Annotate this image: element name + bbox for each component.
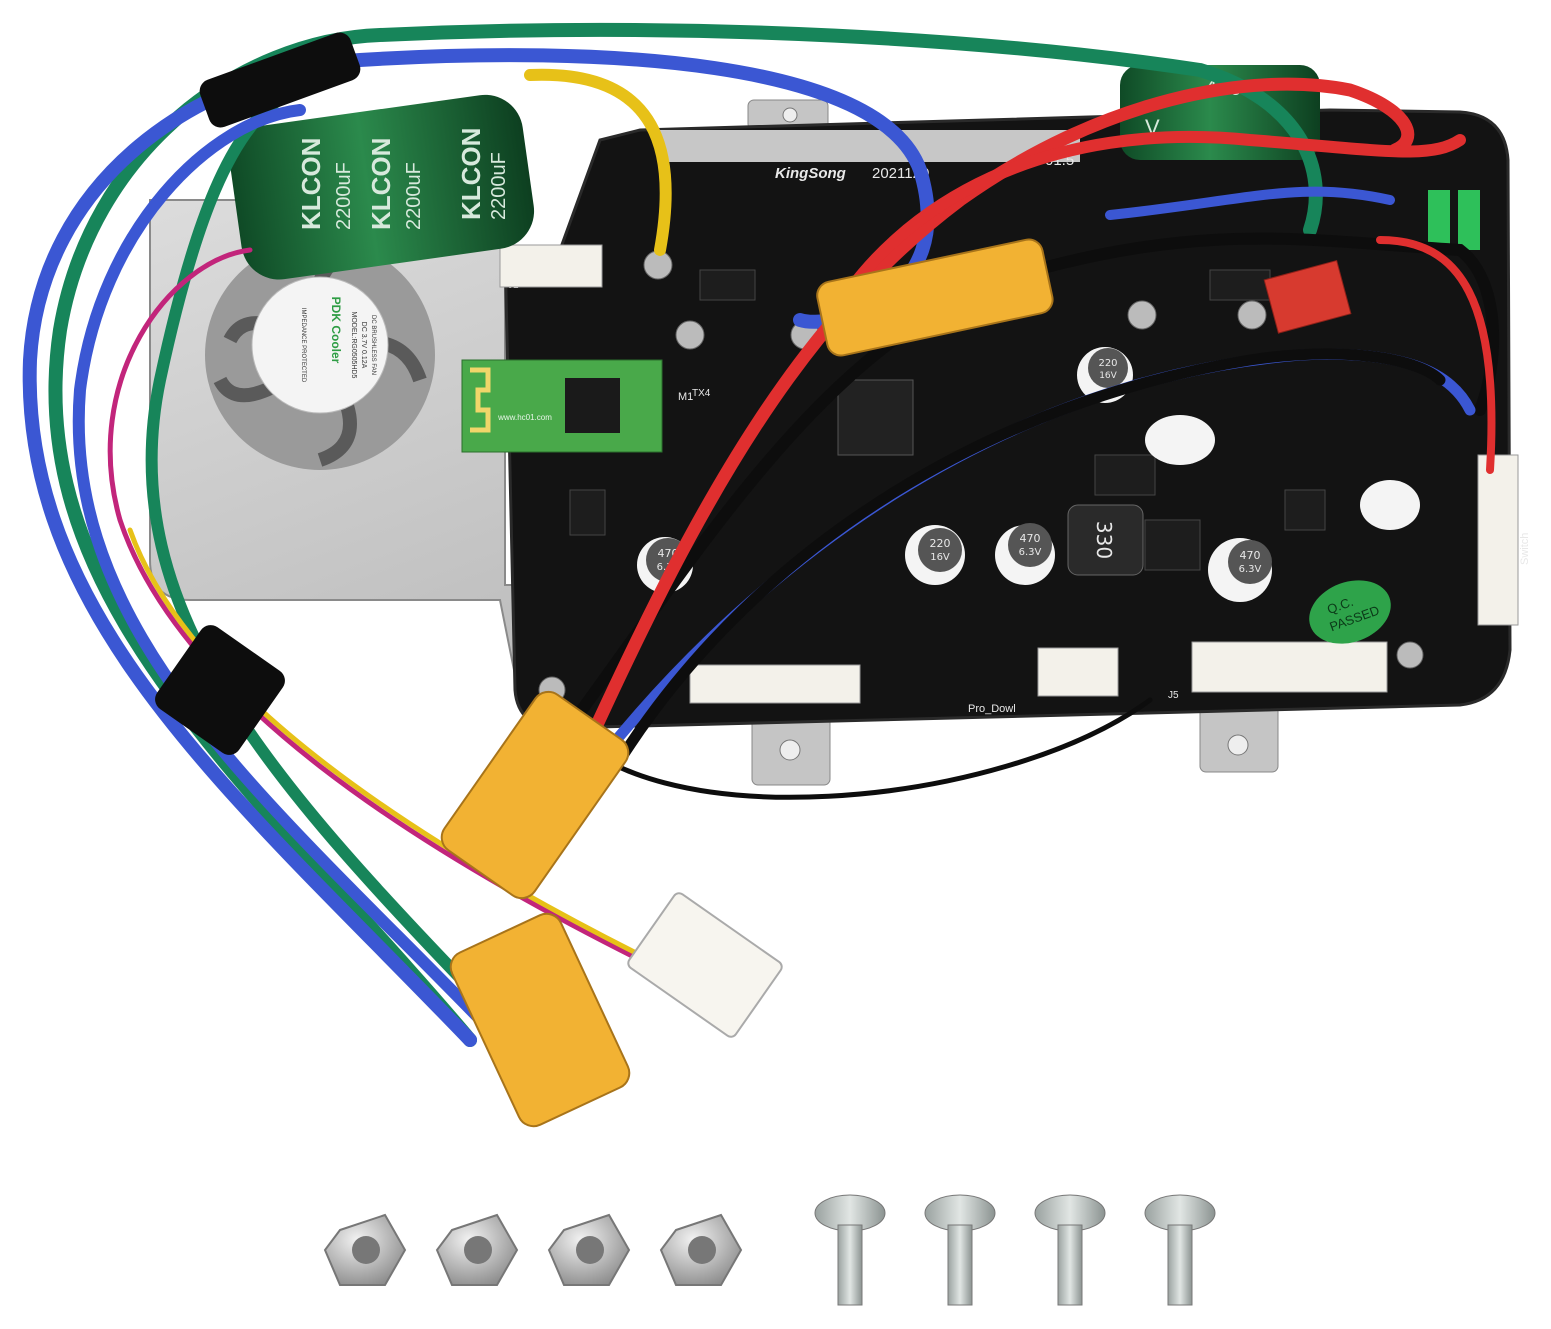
svg-text:16V: 16V [930, 552, 950, 563]
connector-white [1191, 641, 1388, 693]
wire-harness [22, 22, 1500, 1047]
cap-value-3: 2200uF [488, 152, 510, 220]
cap-value-2: 2200uF [403, 162, 425, 230]
connector-white [689, 664, 861, 704]
fan-model: MODEL:RG0505HD5 [350, 312, 357, 379]
small-capacitor: 470 6.3V [1208, 538, 1272, 602]
small-capacitor: 470 6.3V [995, 523, 1055, 585]
screw [1144, 1194, 1216, 1306]
cooling-fan: PDK Cooler MODEL:RG0505HD5 DC 3.7V 0.12A… [205, 240, 435, 470]
xt-connector-cable-2 [449, 912, 631, 1128]
board-screw [1127, 300, 1157, 330]
pro-download-label: Pro_Dowl [968, 703, 1016, 715]
heatshrink-sleeve [199, 32, 361, 128]
fan-note: IMPEDANCE PROTECTED [300, 308, 306, 383]
big-capacitor: KLCON 2200uF KLCON 2200uF KLCON 2200uF [230, 94, 535, 280]
svg-text:220: 220 [1098, 358, 1117, 369]
cap-brand-3: KLCON [456, 128, 486, 220]
brand-silkscreen: KingSong [775, 165, 846, 182]
white-plug-connector [627, 892, 783, 1038]
svg-text:470: 470 [1240, 549, 1261, 562]
bt-module-url: www.hc01.com [497, 413, 552, 422]
tx4-label: TX4 [692, 388, 711, 399]
cap-brand-2: KLCON [366, 138, 396, 230]
m1-label: M1 [678, 391, 693, 403]
red-jst-connector [1263, 259, 1352, 334]
svg-text:16V: 16V [1099, 371, 1117, 381]
screw [1034, 1194, 1106, 1306]
bluetooth-module: www.hc01.com [461, 359, 663, 453]
xt-connector-cable-1 [440, 690, 630, 900]
switch-connector [1477, 454, 1519, 626]
xt-connector-board [816, 238, 1054, 357]
qc-passed-sticker: Q.C. PASSED [1309, 580, 1391, 644]
screw [814, 1194, 886, 1306]
nuts-row [323, 1213, 743, 1286]
connector-white [499, 244, 603, 288]
screw [924, 1194, 996, 1306]
small-capacitor: 220 16V [905, 525, 965, 585]
cap-value-1: 2200uF [333, 162, 355, 230]
fan-type: DC BRUSHLESS FAN [370, 315, 376, 375]
svg-text:6.3V: 6.3V [1239, 564, 1262, 575]
connector-white [1037, 647, 1119, 697]
svg-text:6.3V: 6.3V [1019, 547, 1042, 558]
inductor-label: 330 [1092, 521, 1116, 559]
j5-label: J5 [1168, 690, 1179, 701]
small-capacitors: 470 6.3V 220 16V 470 6.3V 220 16V 470 6.… [637, 347, 1420, 602]
board-screw [1396, 641, 1424, 669]
board-screw [1237, 300, 1267, 330]
board-screw [675, 320, 705, 350]
switch-label: Switch [1519, 533, 1531, 565]
fan-rating: DC 3.7V 0.12A [360, 322, 367, 369]
svg-text:220: 220 [930, 537, 951, 550]
heatshrink-sleeve [155, 625, 285, 755]
svg-text:470: 470 [1020, 532, 1041, 545]
screws-row [814, 1194, 1216, 1306]
cap-brand-1: KLCON [296, 138, 326, 230]
fan-brand: PDK Cooler [329, 297, 343, 364]
